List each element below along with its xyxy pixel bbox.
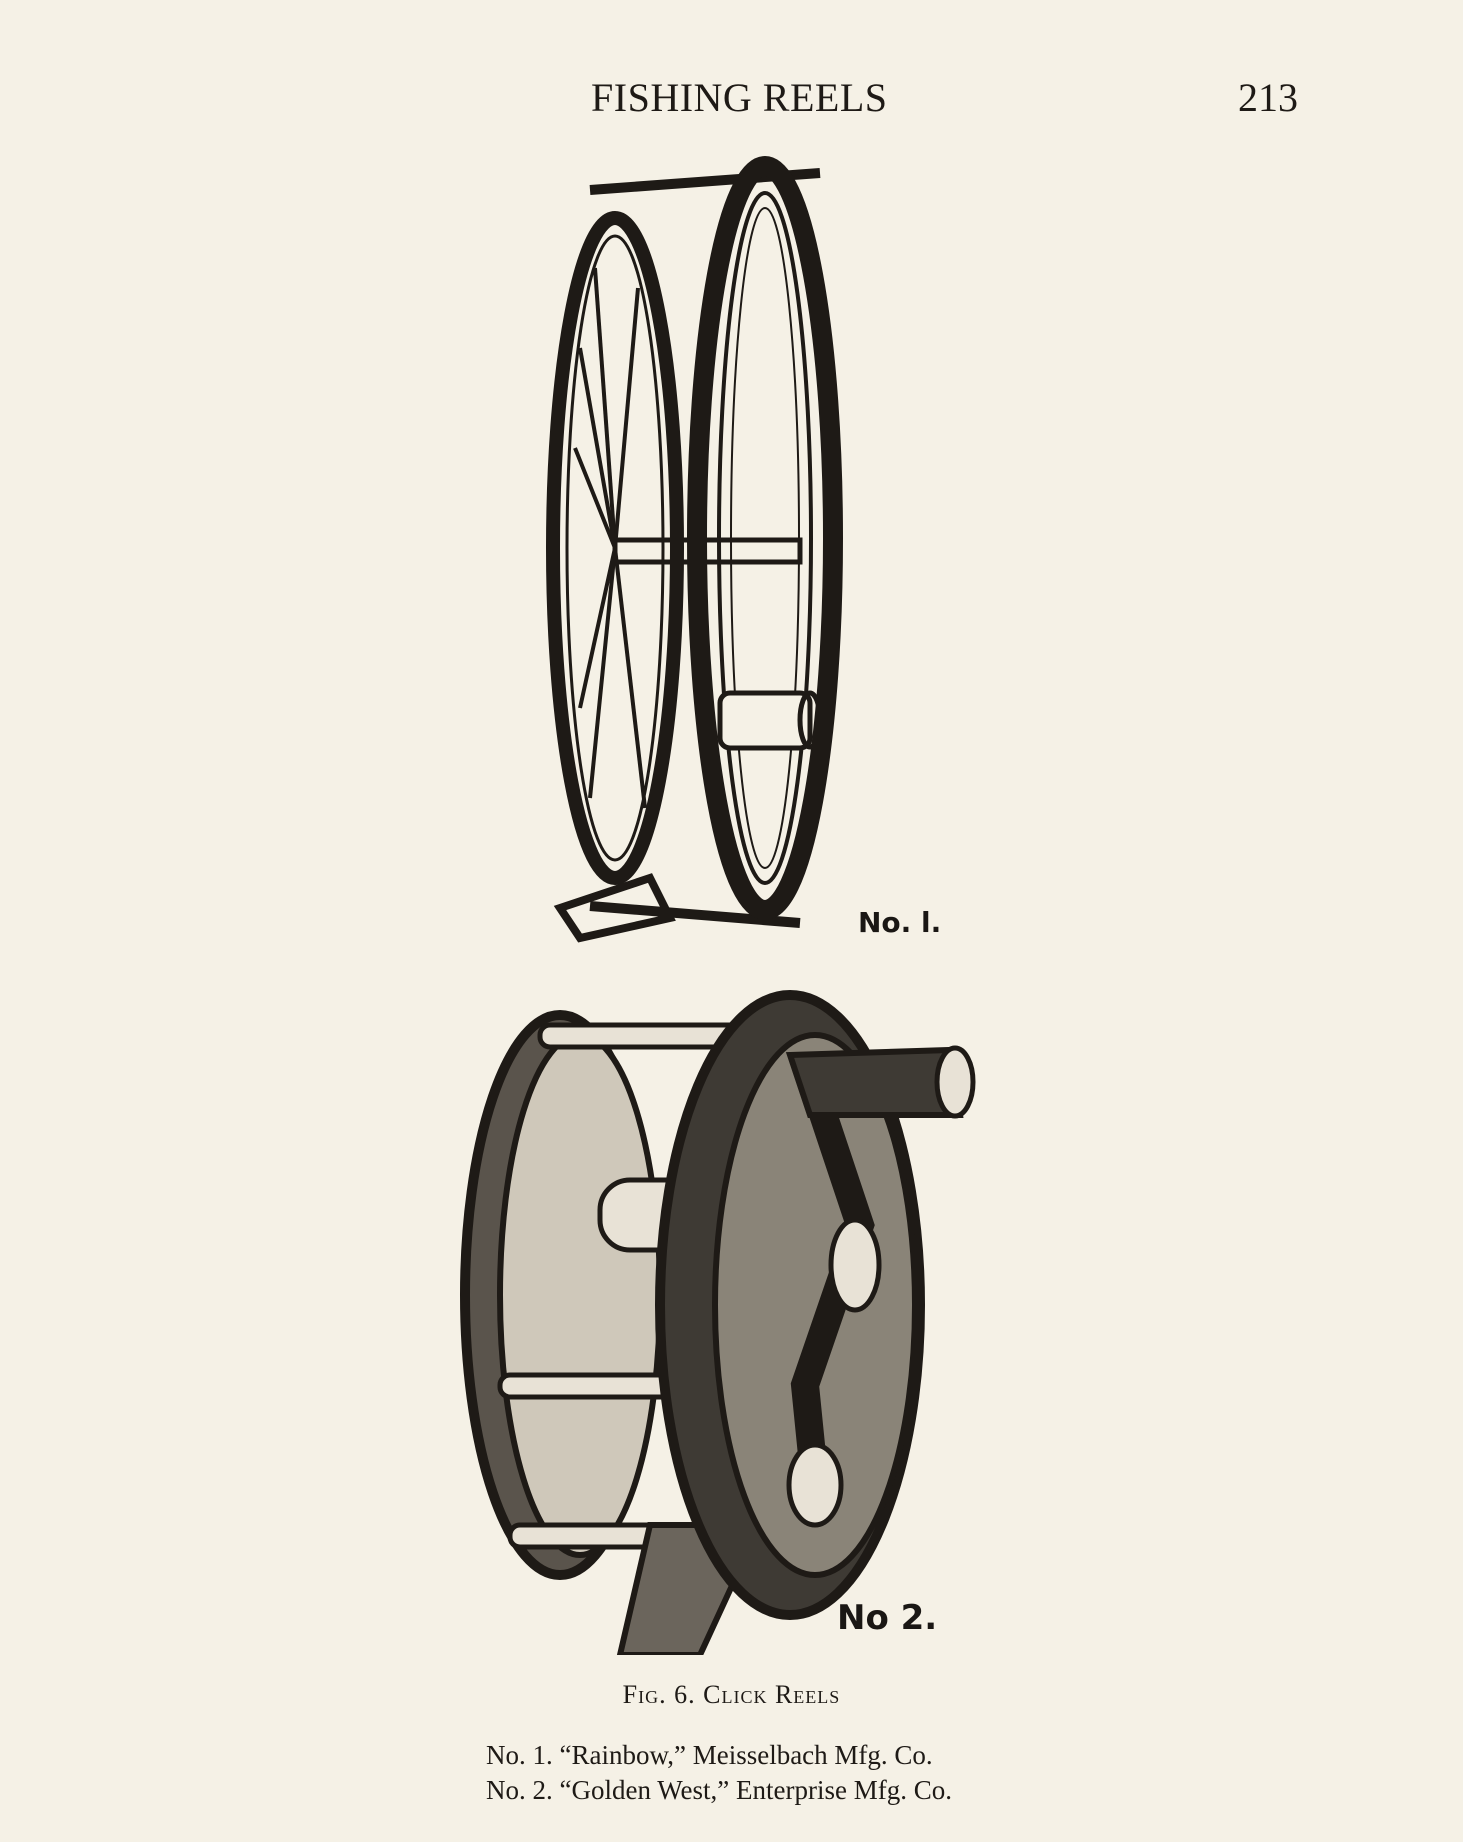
- reel-2-illustration: [460, 990, 976, 1655]
- reel-2-label: No 2.: [837, 1598, 938, 1638]
- reel-1-illustration: [546, 156, 843, 943]
- page-number: 213: [1238, 75, 1298, 120]
- figure-caption-title: Fig. 6. Click Reels: [622, 1680, 841, 1709]
- running-head: FISHING REELS: [591, 75, 888, 120]
- reel-1-label: No. l.: [858, 906, 942, 939]
- caption-line-1: No. 1. “Rainbow,” Meisselbach Mfg. Co.: [486, 1740, 933, 1770]
- caption-line-2: No. 2. “Golden West,” Enterprise Mfg. Co…: [486, 1775, 952, 1805]
